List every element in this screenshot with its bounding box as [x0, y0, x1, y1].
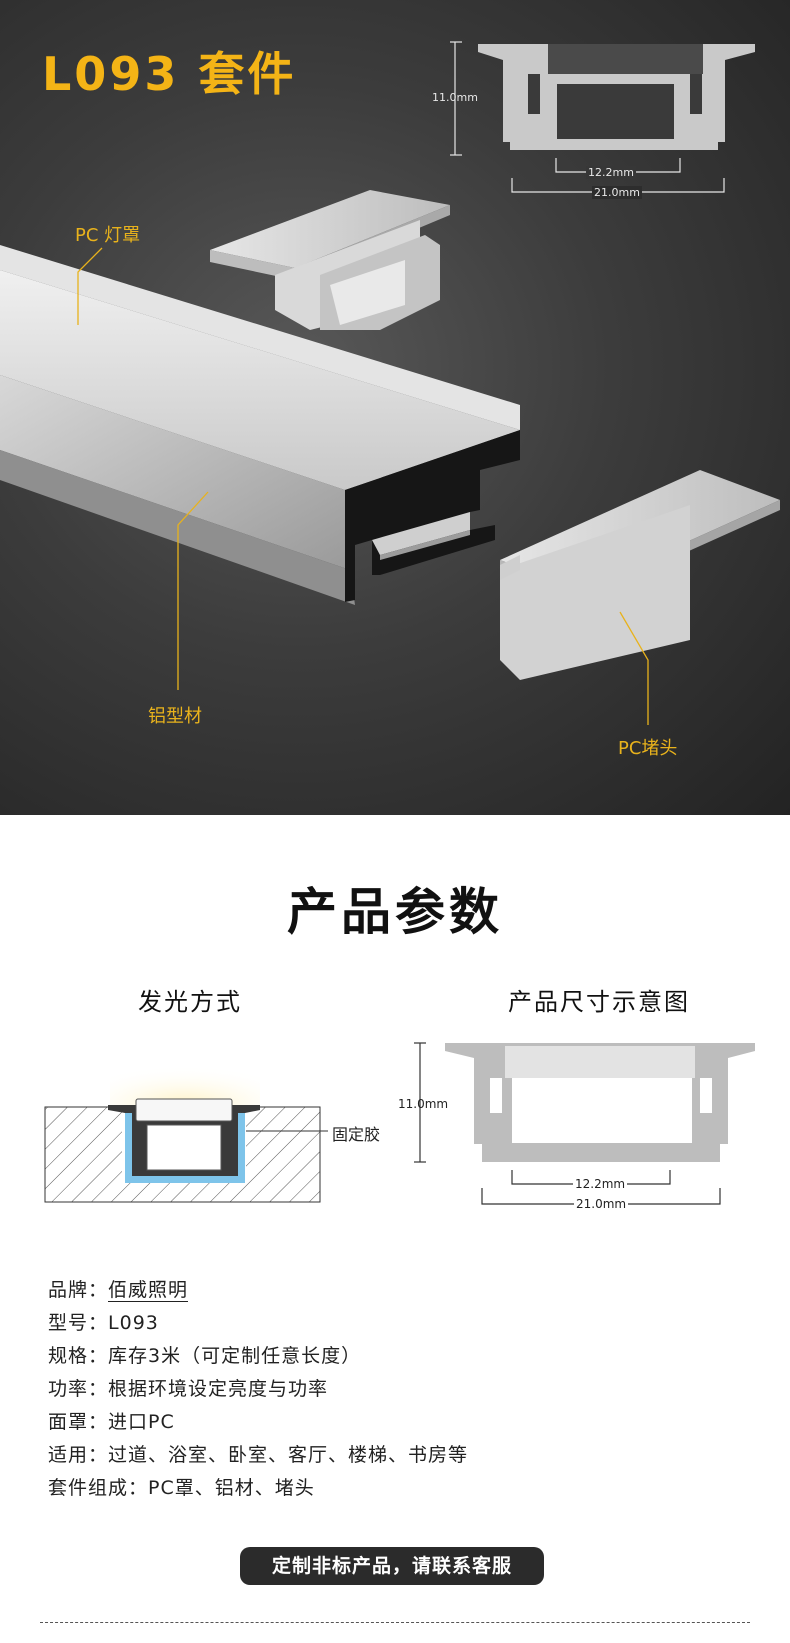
spec-label: 品牌： [48, 1279, 109, 1301]
spec-label: 规格： [48, 1345, 109, 1367]
spec-item-kit: 套件组成：PC罩、铝材、堵头 [48, 1473, 468, 1506]
contact-service-button[interactable]: 定制非标产品，请联系客服 [240, 1547, 544, 1585]
hero-dim-height: 11.0mm [432, 91, 478, 104]
spec-label: 适用： [48, 1444, 109, 1466]
spec-value: 过道、浴室、卧室、客厅、楼梯、书房等 [108, 1444, 469, 1466]
size-diagram-title: 产品尺寸示意图 [508, 988, 690, 1016]
callout-end-cap: PC堵头 [618, 738, 678, 759]
size-dim-height: 11.0mm [398, 1097, 449, 1111]
end-cap-top-render [210, 190, 450, 330]
spec-value: L093 [108, 1312, 159, 1334]
dashed-divider [40, 1622, 750, 1623]
spec-label: 套件组成： [48, 1477, 149, 1499]
callout-aluminum: 铝型材 [148, 706, 202, 727]
spec-label: 面罩： [48, 1411, 109, 1433]
glue-label: 固定胶 [332, 1125, 381, 1144]
size-dim-outer: 21.0mm [574, 1197, 629, 1211]
hero-title: L093 套件 [42, 47, 297, 101]
hero-product-illustration [0, 41, 780, 725]
spec-value: 库存3米（可定制任意长度） [108, 1345, 362, 1367]
spec-item-brand: 品牌：佰威照明 [48, 1275, 468, 1308]
spec-value: PC罩、铝材、堵头 [148, 1477, 315, 1499]
hero-banner: L093 套件 PC 灯罩 铝型材 PC堵头 11.0mm 12.2mm 21.… [0, 0, 790, 815]
end-cap-bottom-render [500, 470, 780, 680]
spec-label: 功率： [48, 1378, 109, 1400]
spec-item-model: 型号：L093 [48, 1308, 468, 1341]
size-dim-inner: 12.2mm [573, 1177, 628, 1191]
spec-value: 佰威照明 [108, 1279, 189, 1302]
spec-item-power: 功率：根据环境设定亮度与功率 [48, 1374, 468, 1407]
spec-item-size: 规格：库存3米（可定制任意长度） [48, 1341, 468, 1374]
params-heading: 产品参数 [287, 883, 503, 941]
spec-value: 根据环境设定亮度与功率 [108, 1378, 329, 1400]
hero-dim-outer: 21.0mm [592, 186, 642, 199]
hero-dim-inner: 12.2mm [586, 166, 636, 179]
spec-item-usage: 适用：过道、浴室、卧室、客厅、楼梯、书房等 [48, 1440, 468, 1473]
spec-label: 型号： [48, 1312, 109, 1334]
callout-pc-cover: PC 灯罩 [75, 225, 141, 246]
callout-lines [77, 247, 649, 725]
light-method-diagram [44, 1055, 328, 1203]
spec-list: 品牌：佰威照明 型号：L093 规格：库存3米（可定制任意长度） 功率：根据环境… [48, 1275, 468, 1506]
spec-value: 进口PC [108, 1411, 175, 1433]
light-method-title: 发光方式 [138, 988, 242, 1016]
spec-item-cover: 面罩：进口PC [48, 1407, 468, 1440]
size-diagram [414, 1042, 755, 1205]
